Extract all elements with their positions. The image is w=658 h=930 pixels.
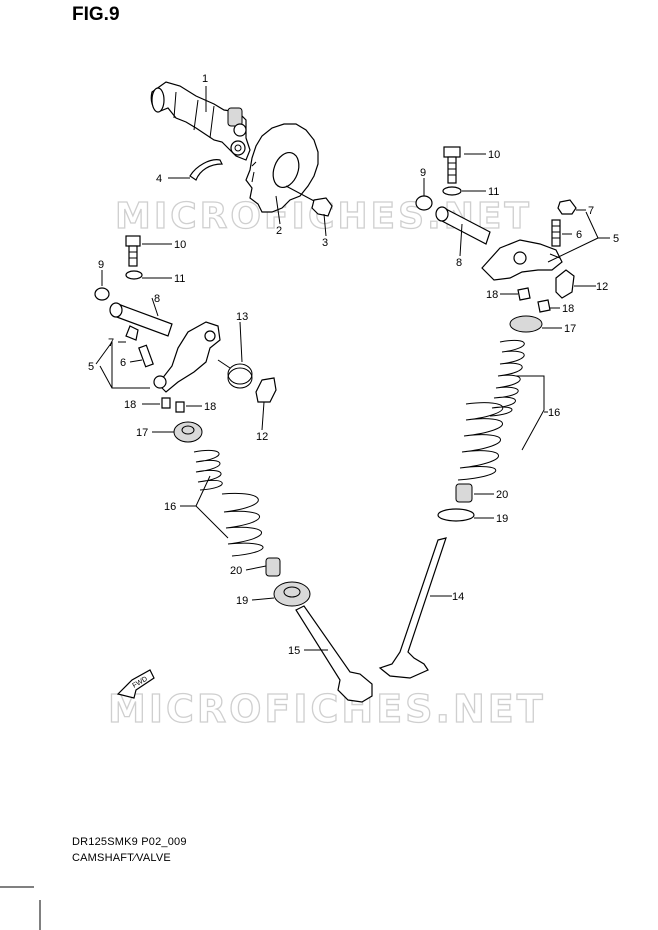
figure-caption: CAMSHAFT∕VALVE xyxy=(72,852,171,864)
exhaust-valve[interactable] xyxy=(378,537,447,679)
callout-5-left: 5 xyxy=(88,361,94,373)
callout-18-left-a: 18 xyxy=(124,399,136,411)
cotter-left-a[interactable] xyxy=(161,397,171,409)
rocker-shaft-right[interactable] xyxy=(435,206,491,245)
spring-right[interactable] xyxy=(457,339,525,481)
callout-12-left: 12 xyxy=(256,431,268,443)
washer-left[interactable] xyxy=(125,270,143,280)
camshaft[interactable] xyxy=(150,81,251,161)
callout-11-left: 11 xyxy=(174,273,185,285)
adjuster-screw-right[interactable] xyxy=(551,219,561,247)
callout-10-left: 10 xyxy=(174,239,186,251)
watermark-bottom: MICROFICHES.NET xyxy=(108,687,546,731)
guide-right[interactable] xyxy=(555,269,575,299)
cotter-right-b[interactable] xyxy=(537,299,551,313)
callout-20-right: 20 xyxy=(496,489,508,501)
cotter-left-b[interactable] xyxy=(175,401,185,413)
drawing-code: DR125SMK9 P02_009 xyxy=(72,836,187,848)
seat-right[interactable] xyxy=(437,508,475,522)
sprocket-bolt[interactable] xyxy=(285,185,333,217)
callout-9-right: 9 xyxy=(420,167,426,179)
corner-mark xyxy=(0,886,41,930)
callout-19-left: 19 xyxy=(236,595,248,607)
intake-valve[interactable] xyxy=(295,605,373,703)
spring-left[interactable] xyxy=(193,449,264,557)
cam-sprocket[interactable] xyxy=(245,123,319,213)
seal-left[interactable] xyxy=(265,557,281,577)
callout-labels: 1 2 3 4 5 5 6 6 7 7 8 8 9 9 10 10 11 11 … xyxy=(88,73,619,657)
callout-12-right: 12 xyxy=(596,281,608,293)
rocker-arm-left[interactable] xyxy=(153,321,221,393)
callout-2: 2 xyxy=(276,225,282,237)
rocker-shaft-left[interactable] xyxy=(109,302,173,337)
callout-6-left: 6 xyxy=(120,357,126,369)
cotter-right-a[interactable] xyxy=(517,287,531,301)
callout-8-right: 8 xyxy=(456,257,462,269)
callout-14: 14 xyxy=(452,591,464,603)
callout-5-right: 5 xyxy=(613,233,619,245)
callout-18-left-b: 18 xyxy=(204,401,216,413)
rocker-arm-right[interactable] xyxy=(481,239,563,281)
bolt-left[interactable] xyxy=(125,235,141,267)
figure-title: FIG.9 xyxy=(72,4,120,25)
seal-right[interactable] xyxy=(455,483,473,503)
callout-15: 15 xyxy=(288,645,300,657)
callout-18-right-b: 18 xyxy=(562,303,574,315)
locknut-right[interactable] xyxy=(557,199,577,215)
leader-lines xyxy=(95,86,610,651)
guide-left[interactable] xyxy=(255,377,277,403)
callout-16-right: 16 xyxy=(548,407,560,419)
callout-7-left: 7 xyxy=(108,337,114,349)
retainer-left[interactable] xyxy=(173,421,203,443)
callout-17-left: 17 xyxy=(136,427,148,439)
callout-11-right: 11 xyxy=(488,186,499,198)
callout-16-left: 16 xyxy=(164,501,176,513)
retainer-right[interactable] xyxy=(509,315,543,333)
washer-right[interactable] xyxy=(442,186,462,196)
callout-17-right: 17 xyxy=(564,323,576,335)
callout-19-right: 19 xyxy=(496,513,508,525)
callout-6-right: 6 xyxy=(576,229,582,241)
callout-9-left: 9 xyxy=(98,259,104,271)
bolt-right[interactable] xyxy=(443,146,461,184)
callout-20-left: 20 xyxy=(230,565,242,577)
callout-18-right-a: 18 xyxy=(486,289,498,301)
callout-3: 3 xyxy=(322,237,328,249)
oring-right[interactable] xyxy=(415,195,433,211)
callout-13: 13 xyxy=(236,311,248,323)
retaining-clip[interactable] xyxy=(189,159,223,181)
locknut-left[interactable] xyxy=(125,325,139,341)
callout-7-right: 7 xyxy=(588,205,594,217)
callout-4: 4 xyxy=(156,173,162,185)
rocker-spring[interactable] xyxy=(217,359,253,389)
seat-left[interactable] xyxy=(273,581,311,607)
callout-1: 1 xyxy=(202,73,208,85)
callout-10-right: 10 xyxy=(488,149,500,161)
oring-left[interactable] xyxy=(94,287,110,301)
adjuster-screw-left[interactable] xyxy=(138,344,154,368)
callout-8-left: 8 xyxy=(154,293,160,305)
